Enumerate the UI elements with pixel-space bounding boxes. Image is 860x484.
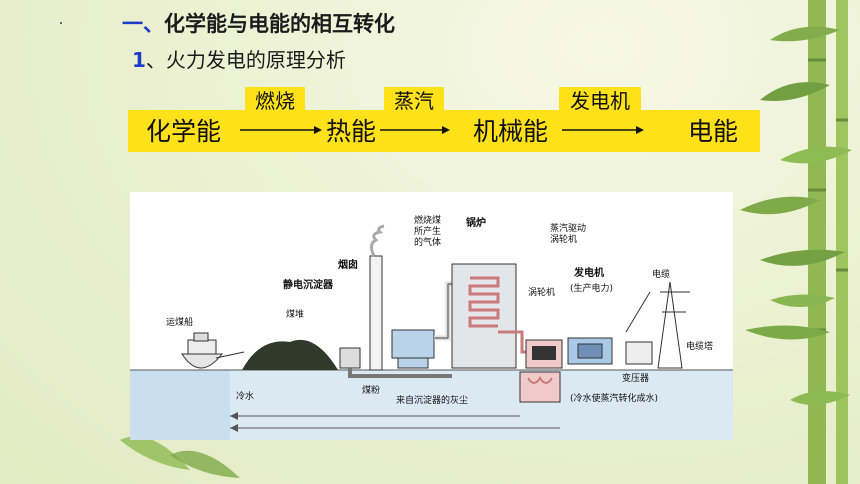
label-transformer: 变压器	[622, 374, 650, 384]
label-precipitator: 静电沉淀器	[283, 280, 333, 291]
label-generator: 发电机	[574, 268, 604, 279]
title-text: 化学能与电能的相互转化	[164, 12, 395, 36]
label-cable-tower: 电缆塔	[686, 342, 714, 352]
power-plant-illustration	[130, 224, 733, 440]
label-coal-ship: 运煤船	[166, 318, 194, 328]
arrow-icon	[562, 126, 644, 134]
label-cold-water: 冷水	[236, 392, 255, 402]
label-coal-powder: 煤粉	[362, 386, 381, 396]
label-chimney: 烟囱	[338, 260, 358, 271]
label-turbine-drive: 蒸汽驱动 涡轮机	[550, 224, 587, 245]
label-boiler: 锅炉	[466, 218, 486, 229]
stage-electric-energy: 电能	[688, 117, 739, 146]
label-generator-sub: (生产电力)	[570, 284, 614, 294]
label-combustion-gas: 燃烧煤 所产生 的气体	[414, 216, 442, 248]
slide-title: 一、化学能与电能的相互转化	[122, 8, 395, 38]
stage-mechanical-energy: 机械能	[473, 117, 549, 146]
subtitle-text: 火力发电的原理分析	[165, 48, 346, 72]
subtitle-sep: 、	[145, 48, 166, 72]
label-turbine: 涡轮机	[528, 288, 556, 298]
step-label-combustion: 燃烧	[245, 87, 305, 115]
step-label-generator: 发电机	[559, 87, 641, 115]
label-cable: 电缆	[652, 270, 671, 280]
slide-subtitle: 1、火力发电的原理分析	[132, 44, 346, 73]
label-ash: 来自沉淀器的灰尘	[396, 396, 469, 406]
arrow-icon	[380, 126, 450, 134]
stage-heat-energy: 热能	[326, 117, 377, 146]
bullet-dot	[60, 22, 62, 24]
label-coal-pile: 煤堆	[286, 310, 305, 320]
step-label-steam: 蒸汽	[384, 87, 444, 115]
arrow-icon	[240, 126, 322, 134]
subtitle-number: 1	[132, 48, 146, 72]
title-prefix: 一、	[122, 12, 164, 36]
power-plant-diagram: 燃烧煤 所产生 的气体 锅炉 蒸汽驱动 涡轮机 烟囱 静电沉淀器 煤堆 运煤船 …	[130, 192, 733, 440]
label-condenser: (冷水使蒸汽转化成水)	[570, 394, 659, 404]
stage-chemical-energy: 化学能	[146, 117, 222, 146]
